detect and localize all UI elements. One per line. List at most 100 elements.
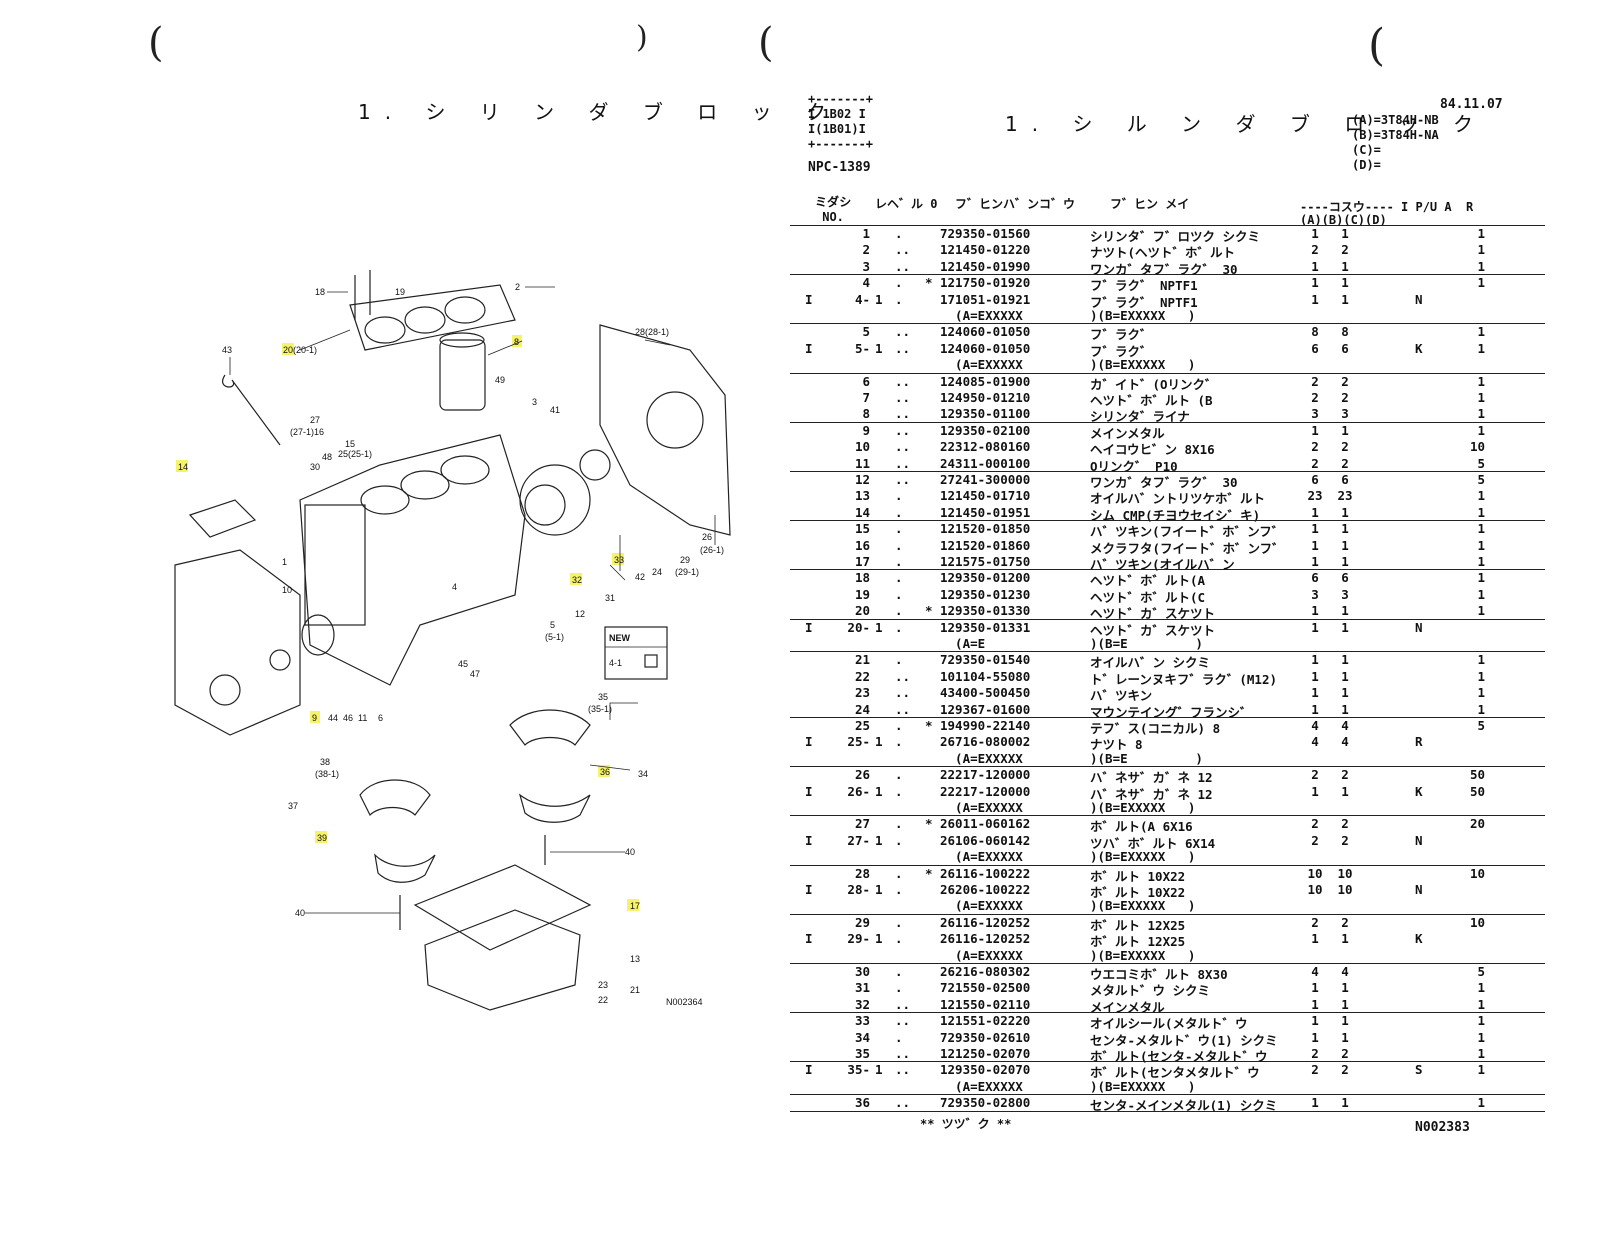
cell-name: ヘツト゛ホ゛ルト(C xyxy=(1090,589,1206,605)
cell-sub: 1 xyxy=(875,882,883,897)
callout: 47 xyxy=(470,669,480,679)
row-rule xyxy=(790,1110,1545,1112)
cell-name: ヘツト゛カ゛スケツト xyxy=(1090,606,1216,622)
cell-i: I xyxy=(805,291,813,307)
cell-i: I xyxy=(805,1062,813,1078)
cell-a: 1 xyxy=(1311,1029,1319,1045)
row-rule xyxy=(790,766,1545,768)
cell-lv: .. xyxy=(895,455,911,471)
cell-name: フ゛ラク゛ NPTF1 xyxy=(1090,278,1198,294)
cell-b: 6 xyxy=(1341,472,1349,487)
cell-lv: .. xyxy=(895,406,911,422)
cell-name: )(B=EXXXXX ) xyxy=(1090,898,1196,914)
cell-no: 14 xyxy=(854,504,870,520)
cell-pu: 10 xyxy=(1469,865,1485,881)
callout: 46 xyxy=(343,713,353,723)
callout: 3 xyxy=(532,397,537,407)
cell-pu: 1 xyxy=(1477,603,1485,619)
cell-no: 35 xyxy=(854,1046,870,1061)
cell-no: 11 xyxy=(854,455,870,471)
bearing-housing xyxy=(519,464,591,536)
cell-no: 8 xyxy=(862,406,870,422)
cell-no: 23 xyxy=(854,685,870,701)
cell-name: カ゛イト゛(Oリンク゛ xyxy=(1090,376,1218,392)
callout: 21 xyxy=(630,985,640,995)
cell-name: ワンカ゛タフ゛ラク゛ 30 xyxy=(1090,475,1238,490)
cell-pn: 43400-500450 xyxy=(940,685,1031,701)
callout: 4 xyxy=(452,582,457,592)
cell-a: 3 xyxy=(1311,406,1319,422)
cell-a: 2 xyxy=(1311,455,1319,471)
cell-pu: 1 xyxy=(1477,1013,1485,1029)
cell-lv: . xyxy=(895,488,903,504)
callout: 9 xyxy=(312,713,317,723)
table-row: (A=EXXXXX)(B=EXXXXX ) xyxy=(815,800,1575,816)
page-date: 84.11.07 xyxy=(1440,97,1503,112)
cell-pn: 129350-01200 xyxy=(940,570,1031,586)
block-bore xyxy=(360,485,410,515)
cell-lv: .. xyxy=(895,996,911,1012)
cell-b: 1 xyxy=(1341,258,1349,274)
center-bearing-housing xyxy=(374,853,436,883)
cell-pu: 1 xyxy=(1477,980,1485,996)
cell-pn: 24311-000100 xyxy=(940,455,1031,471)
cell-name: )(B=EXXXXX ) xyxy=(1090,800,1196,815)
cell-lv: .. xyxy=(895,1062,911,1078)
cell-pn: 26116-120252 xyxy=(940,914,1031,930)
cell-lv: . xyxy=(895,521,903,537)
cell-no: 34 xyxy=(854,1029,870,1045)
cell-pu: 1 xyxy=(1477,258,1485,274)
cell-b: 3 xyxy=(1341,406,1349,422)
cell-pu: 50 xyxy=(1469,767,1485,783)
cell-pn: (A=EXXXXX xyxy=(940,357,1023,373)
cell-sub: 1 xyxy=(875,1062,883,1078)
mounting-flange xyxy=(599,324,731,536)
cell-name: )(B=EXXXXX ) xyxy=(1090,308,1196,323)
cell-no: 24 xyxy=(854,701,870,717)
cell-b: 4 xyxy=(1341,964,1349,979)
cell-lv: .. xyxy=(895,390,911,405)
cell-sub: 1 xyxy=(875,832,883,848)
callout: 34 xyxy=(638,769,648,779)
cell-b: 2 xyxy=(1341,1062,1349,1078)
cell-b: 4 xyxy=(1341,718,1349,733)
cell-pn: 101104-55080 xyxy=(940,668,1031,684)
cell-name: フ゛ラク゛ xyxy=(1090,327,1153,343)
cell-name: ヘツト゛ホ゛ルト (B xyxy=(1090,393,1213,408)
cell-lv: .. xyxy=(895,668,911,684)
cell-pn: 26206-100222 xyxy=(940,882,1031,897)
cell-pn: 26106-060142 xyxy=(940,832,1031,848)
figure-code: N002364 xyxy=(666,997,703,1007)
cell-name: )(B=EXXXXX ) xyxy=(1090,357,1196,373)
table-row: (A=EXXXXX)(B=EXXXXX ) xyxy=(815,849,1575,865)
cell-no: 10 xyxy=(854,439,870,455)
left-close-paren: ) xyxy=(636,20,648,55)
cell-name: メタルト゛ウ シクミ xyxy=(1090,983,1211,999)
cell-a: 1 xyxy=(1311,931,1319,947)
cell-pn: 26116-100222 xyxy=(940,865,1031,881)
row-rule xyxy=(790,963,1545,964)
row-rule xyxy=(790,471,1545,472)
row-rule xyxy=(790,651,1545,653)
cell-name: ホ゛ルト 12X25 xyxy=(1090,917,1186,933)
cell-a: 1 xyxy=(1311,619,1319,635)
cell-name: テフ゛ス(コニカル) 8 xyxy=(1090,721,1221,736)
header-rule xyxy=(790,225,1545,226)
cell-no: 29 xyxy=(854,914,870,930)
head-gasket xyxy=(349,284,516,351)
cell-a: 4 xyxy=(1311,734,1319,750)
cell-pu: 1 xyxy=(1477,242,1485,258)
cell-no: 1 xyxy=(862,226,870,241)
cell-i2: N xyxy=(1415,619,1423,635)
cell-a: 10 xyxy=(1307,865,1323,881)
header-no: ミダシ NO. xyxy=(815,195,852,224)
callout: 18 xyxy=(315,287,325,297)
cell-no: 26 xyxy=(854,767,870,783)
